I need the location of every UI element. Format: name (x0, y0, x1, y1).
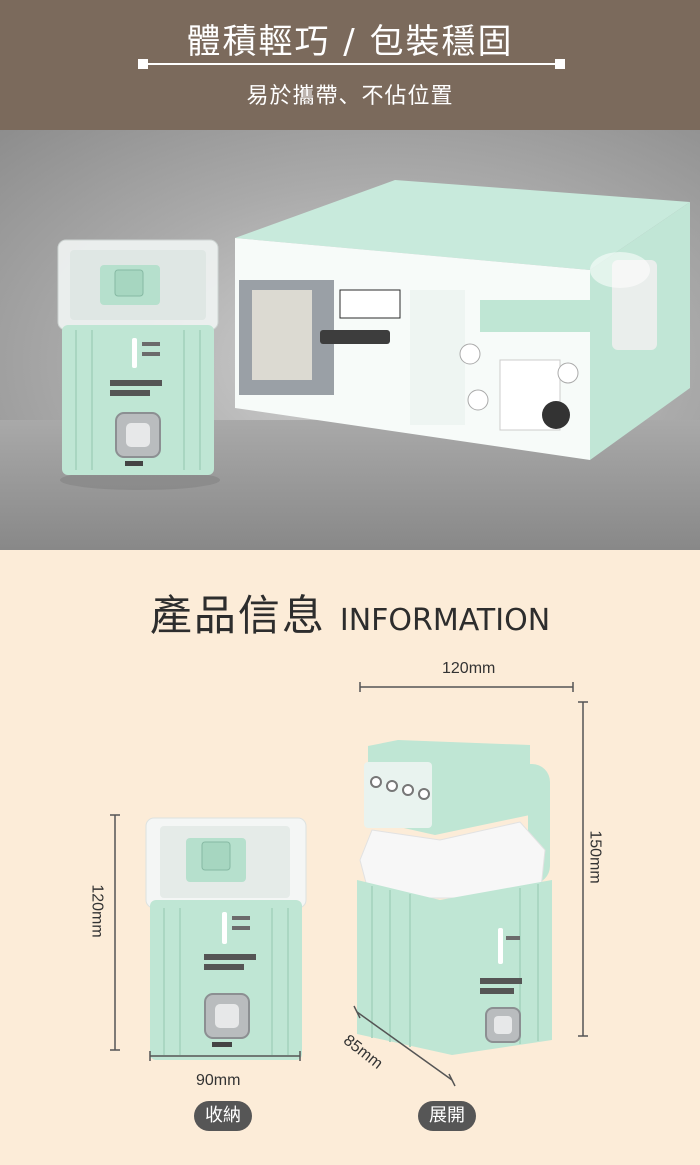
label-expanded: 展開 (418, 1101, 476, 1131)
product-photo (0, 130, 700, 550)
rule-dot-left (138, 59, 148, 69)
dimension-lines (110, 682, 588, 1087)
steamer-expanded-drawing (357, 740, 552, 1055)
packaging-box-photo (235, 180, 690, 460)
product-diagrams (110, 682, 588, 1087)
steamer-stored-drawing (145, 817, 307, 1060)
dim-width-bottom: 90mm (196, 1072, 241, 1089)
dim-height-left: 120mm (88, 884, 106, 938)
header-banner: 體積輕巧 / 包裝穩固 易於攜帶、不佔位置 (0, 0, 700, 130)
banner-rule (143, 63, 561, 65)
rule-dot-right (555, 59, 565, 69)
info-title-zh: 產品信息 (149, 591, 326, 640)
dim-width-top: 120mm (442, 660, 496, 677)
dim-height-right: 150mm (586, 830, 604, 884)
steamer-stored-photo (57, 239, 220, 490)
banner-subtitle: 易於攜帶、不佔位置 (246, 84, 454, 109)
info-title-en: INFORMATION (339, 603, 551, 638)
info-heading: 產品信息 INFORMATION (0, 582, 700, 643)
banner-title: 體積輕巧 / 包裝穩固 (186, 22, 514, 62)
label-stored: 收納 (194, 1101, 252, 1131)
photo-scene (57, 180, 690, 490)
